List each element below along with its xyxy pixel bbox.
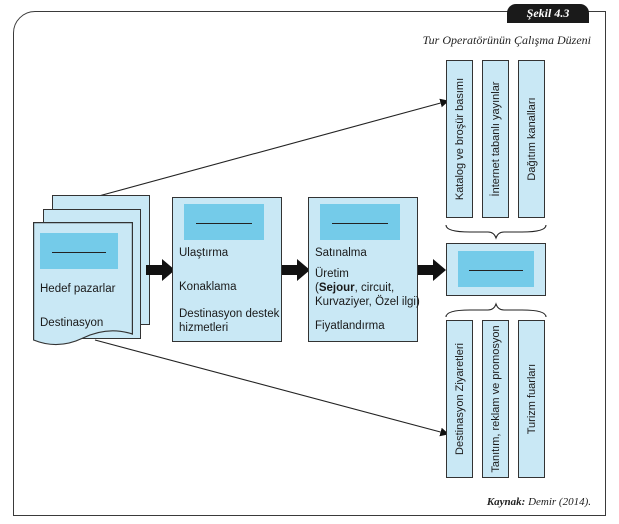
central-box (446, 243, 546, 296)
top-brace (445, 224, 547, 240)
flow-arrow-1 (146, 259, 175, 281)
figure-frame (13, 11, 606, 516)
bottom-channel-visits: Destinasyon Ziyaretleri (446, 320, 473, 478)
op-pricing: Fiyatlandırma (315, 320, 385, 332)
op-paren-open: ( (315, 282, 319, 294)
services-box: Ulaştırma Konaklama Destinasyon destek h… (172, 197, 282, 342)
op-sejour: Sejour (318, 282, 355, 294)
top-channel-distribution-label: Dağıtım kanalları (525, 97, 538, 181)
flow-arrow-2 (281, 259, 310, 281)
op-production: Üretim (315, 268, 349, 280)
services-header-bar (184, 204, 264, 240)
top-channel-catalog-label: Katalog ve broşür basımı (453, 77, 466, 201)
source-label: Kaynak: (486, 496, 526, 508)
service-destination-support: Destinasyon destek (179, 308, 280, 320)
bottom-channel-promotion-label: Tanıtım, reklam ve promosyon (489, 325, 502, 473)
service-transport: Ulaştırma (179, 247, 229, 259)
arrow-line-to-bottom-channels (94, 339, 450, 437)
source-citation: Kaynak: Demir (2014). (487, 496, 591, 508)
figure-number-tab: Şekil 4.3 (507, 4, 589, 23)
top-channel-internet-label: İnternet tabanlı yayınlar (489, 81, 502, 197)
op-production-detail: (Sejour, circuit, (315, 281, 394, 295)
bottom-channel-fairs-label: Turizm fuarları (525, 363, 538, 435)
operations-box: Satınalma Üretim (Sejour, circuit, Kurva… (308, 197, 420, 342)
bottom-channel-promotion: Tanıtım, reklam ve promosyon (482, 320, 509, 478)
figure-title: Tur Operatörünün Çalışma Düzeni (422, 33, 591, 47)
bottom-channel-visits-label: Destinasyon Ziyaretleri (453, 343, 466, 455)
op-circuit: , circuit, (354, 282, 395, 294)
doc-item-destination: Destinasyon (40, 317, 104, 329)
doc-item-target-markets: Hedef pazarlar (40, 283, 116, 295)
top-channel-catalog: Katalog ve broşür basımı (446, 60, 473, 218)
service-destination-support-cont: hizmetleri (179, 322, 229, 334)
operations-header-bar (320, 204, 400, 240)
document-header-bar (40, 233, 118, 269)
bottom-brace (445, 302, 547, 318)
op-purchasing: Satınalma (315, 247, 367, 259)
arrow-line-to-top-channels (94, 98, 450, 198)
flow-arrow-3 (417, 259, 446, 281)
top-channel-internet: İnternet tabanlı yayınlar (482, 60, 509, 218)
bottom-channel-fairs: Turizm fuarları (518, 320, 545, 478)
op-cruise-special: Kurvaziyer, Özel ilgi) (315, 296, 420, 308)
source-text: Demir (2014). (528, 496, 591, 508)
central-header-bar (458, 251, 534, 287)
service-accommodation: Konaklama (179, 281, 237, 293)
top-channel-distribution: Dağıtım kanalları (518, 60, 545, 218)
